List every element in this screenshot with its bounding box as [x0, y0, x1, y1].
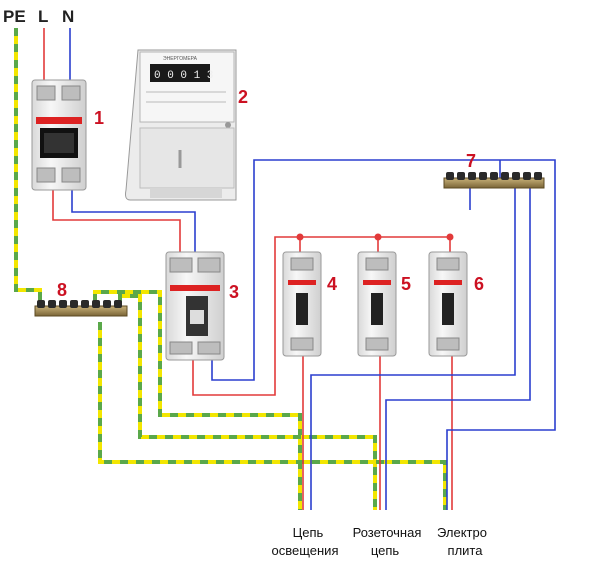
number-6: 6	[474, 274, 484, 294]
neutral-wires	[69, 28, 556, 510]
pe-label: PE	[3, 7, 26, 26]
ground-bus-bar	[34, 300, 128, 317]
number-8: 8	[57, 280, 67, 300]
caption-lighting-line2: освещения	[272, 543, 339, 558]
caption-stove-line1: Электро	[437, 525, 487, 540]
number-1: 1	[94, 108, 104, 128]
meter-reading: 0 0 0 1 3	[154, 70, 213, 82]
caption-lighting-line1: Цепь	[293, 525, 324, 540]
electricity-meter: 0 0 0 1 3 ЭНЕРГОМЕРА	[125, 49, 237, 201]
breaker-sockets[interactable]	[357, 251, 397, 357]
n-label: N	[62, 7, 74, 26]
rcd-device[interactable]	[165, 251, 225, 361]
number-2: 2	[238, 87, 248, 107]
number-3: 3	[229, 282, 239, 302]
number-5: 5	[401, 274, 411, 294]
breaker-stove[interactable]	[428, 251, 468, 357]
caption-socket-line1: Розеточная	[353, 525, 422, 540]
number-7: 7	[466, 151, 476, 171]
main-breaker[interactable]	[31, 79, 87, 191]
phase-junctions	[296, 233, 454, 241]
neutral-bus-bar	[443, 172, 545, 189]
caption-socket-line2: цепь	[371, 543, 400, 558]
number-4: 4	[327, 274, 337, 294]
breaker-lighting[interactable]	[282, 251, 322, 357]
pe-wires	[14, 28, 447, 510]
meter-brand: ЭНЕРГОМЕРА	[163, 56, 198, 62]
caption-stove-line2: плита	[448, 543, 484, 558]
l-label: L	[38, 7, 48, 26]
